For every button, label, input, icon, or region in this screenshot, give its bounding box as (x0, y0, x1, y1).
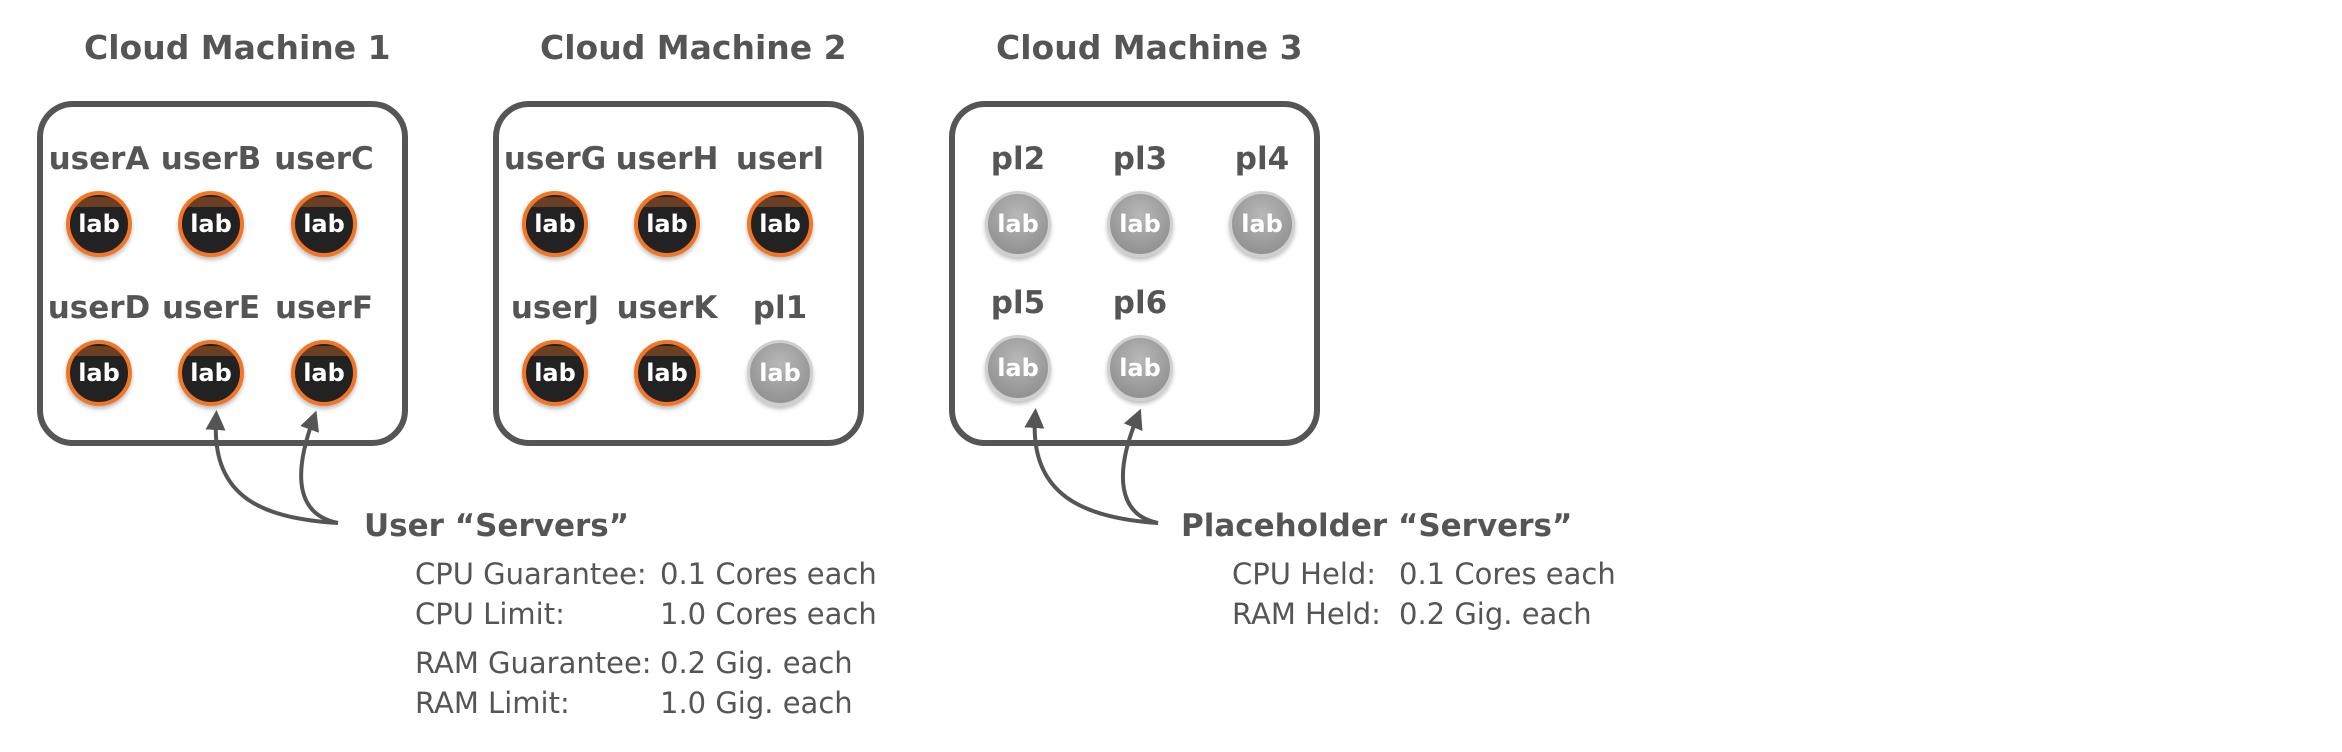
lab-icon-text: lab (759, 359, 801, 387)
node-label: userH (615, 141, 719, 177)
arrow-to-userE (205, 410, 339, 525)
node-pl3: pl3 lab (1085, 141, 1195, 257)
node-label: pl4 (1234, 141, 1290, 177)
node-userb: userB lab (156, 141, 266, 257)
lab-icon-text: lab (303, 210, 345, 238)
lab-icon-text: lab (646, 359, 688, 387)
node-label: userI (735, 141, 825, 177)
node-label: userB (160, 141, 262, 177)
jupyterlab-icon: lab (178, 340, 244, 406)
spec-value: 0.1 Cores each (1399, 557, 1616, 591)
lab-icon-text: lab (1119, 354, 1161, 382)
node-label: pl1 (752, 290, 808, 326)
node-pl6: pl6 lab (1085, 285, 1195, 401)
jupyterlab-icon: lab (634, 340, 700, 406)
node-label: userG (503, 141, 607, 177)
node-userc: userC lab (269, 141, 379, 257)
node-pl1: pl1 lab (725, 290, 835, 406)
machine-box-2: userG lab userH lab userI lab userJ lab … (493, 101, 864, 446)
lab-icon-text: lab (759, 210, 801, 238)
node-label: userE (161, 290, 260, 326)
placeholder-servers-caption: Placeholder “Servers” (1181, 508, 1573, 544)
spec-key: CPU Held: (1232, 557, 1377, 591)
node-userf: userF lab (269, 290, 379, 406)
lab-icon-text: lab (190, 210, 232, 238)
lab-icon-text: lab (534, 210, 576, 238)
lab-icon-text: lab (303, 359, 345, 387)
node-label: pl2 (990, 141, 1046, 177)
machine-title-1: Cloud Machine 1 (84, 28, 391, 67)
jupyterlab-placeholder-icon: lab (1107, 191, 1173, 257)
lab-icon-text: lab (1119, 210, 1161, 238)
jupyterlab-icon: lab (66, 191, 132, 257)
node-label: pl3 (1112, 141, 1168, 177)
jupyterlab-placeholder-icon: lab (1229, 191, 1295, 257)
node-pl2: pl2 lab (963, 141, 1073, 257)
arrow-to-pl5 (1024, 408, 1159, 525)
spec-key: CPU Limit: (415, 597, 565, 631)
lab-icon-text: lab (78, 359, 120, 387)
node-label: userK (616, 290, 718, 326)
node-label: userF (274, 290, 373, 326)
lab-icon-text: lab (997, 210, 1039, 238)
node-label: userA (48, 141, 150, 177)
node-label: userJ (510, 290, 600, 326)
jupyterlab-placeholder-icon: lab (985, 191, 1051, 257)
lab-icon-text: lab (534, 359, 576, 387)
jupyterlab-icon: lab (522, 340, 588, 406)
node-label: pl6 (1112, 285, 1168, 321)
user-servers-caption: User “Servers” (364, 508, 630, 544)
machine-title-3: Cloud Machine 3 (996, 28, 1303, 67)
node-label: userC (274, 141, 374, 177)
spec-key: RAM Limit: (415, 686, 570, 720)
spec-value: 0.1 Cores each (660, 557, 877, 591)
jupyterlab-icon: lab (634, 191, 700, 257)
node-usere: userE lab (156, 290, 266, 406)
node-label: userD (47, 290, 151, 326)
jupyterlab-placeholder-icon: lab (1107, 335, 1173, 401)
lab-icon-text: lab (646, 210, 688, 238)
jupyterlab-placeholder-icon: lab (985, 335, 1051, 401)
jupyterlab-icon: lab (522, 191, 588, 257)
node-userd: userD lab (44, 290, 154, 406)
spec-value: 1.0 Cores each (660, 597, 877, 631)
spec-key: RAM Held: (1232, 597, 1381, 631)
spec-value: 0.2 Gig. each (1399, 597, 1592, 631)
lab-icon-text: lab (190, 359, 232, 387)
lab-icon-text: lab (1241, 210, 1283, 238)
spec-key: CPU Guarantee: (415, 557, 647, 591)
jupyterlab-icon: lab (747, 191, 813, 257)
node-pl4: pl4 lab (1207, 141, 1317, 257)
arrow-to-userF (299, 410, 339, 525)
jupyterlab-placeholder-icon: lab (747, 340, 813, 406)
spec-value: 0.2 Gig. each (660, 646, 853, 680)
node-useri: userI lab (725, 141, 835, 257)
lab-icon-text: lab (997, 354, 1039, 382)
node-usera: userA lab (44, 141, 154, 257)
spec-value: 1.0 Gig. each (660, 686, 853, 720)
node-userg: userG lab (500, 141, 610, 257)
machine-box-1: userA lab userB lab userC lab userD lab … (37, 101, 408, 446)
machine-title-2: Cloud Machine 2 (540, 28, 847, 67)
jupyterlab-icon: lab (66, 340, 132, 406)
jupyterlab-icon: lab (291, 191, 357, 257)
node-label: pl5 (990, 285, 1046, 321)
node-userk: userK lab (612, 290, 722, 406)
node-userh: userH lab (612, 141, 722, 257)
node-userj: userJ lab (500, 290, 610, 406)
node-pl5: pl5 lab (963, 285, 1073, 401)
machine-box-3: pl2 lab pl3 lab pl4 lab pl5 lab pl6 lab (949, 101, 1320, 446)
jupyterlab-icon: lab (291, 340, 357, 406)
jupyterlab-icon: lab (178, 191, 244, 257)
spec-key: RAM Guarantee: (415, 646, 652, 680)
lab-icon-text: lab (78, 210, 120, 238)
arrow-to-pl6 (1120, 408, 1159, 525)
